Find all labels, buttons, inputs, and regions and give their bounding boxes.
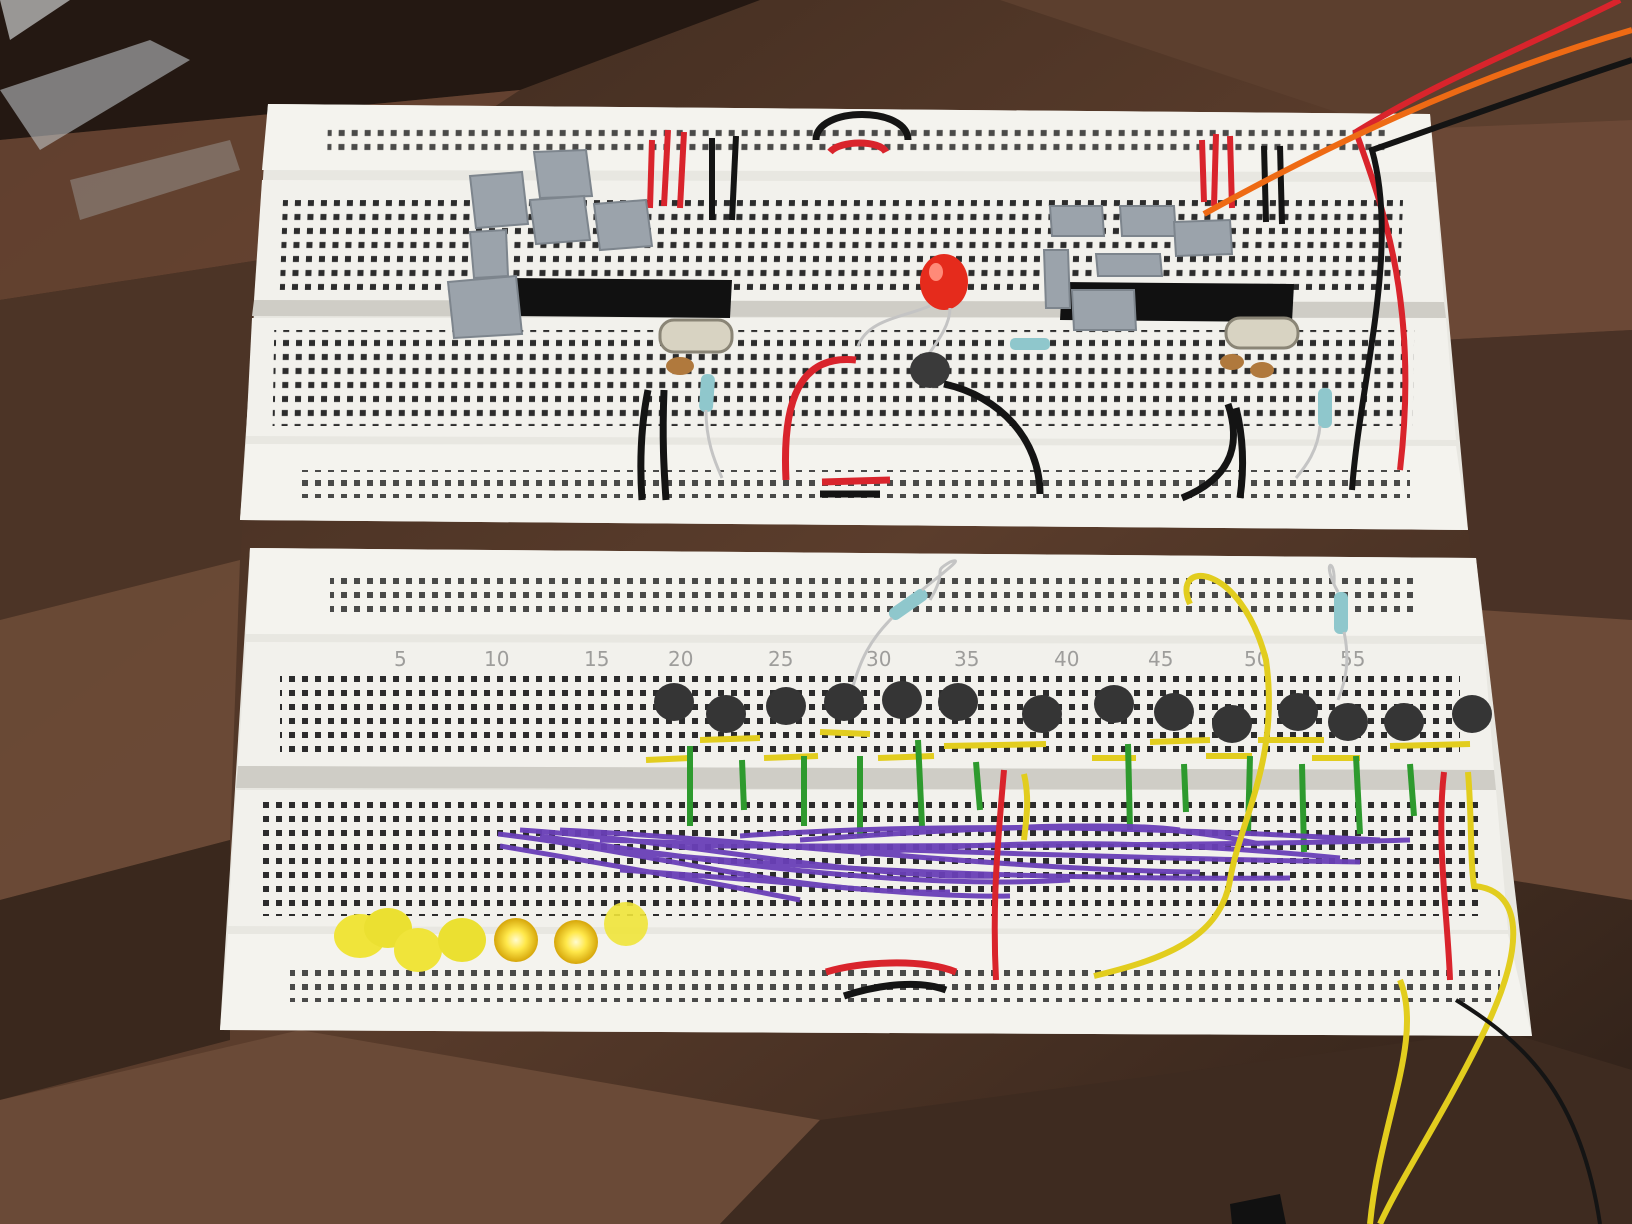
led-icon-lit [494, 918, 538, 962]
column-number: 40 [1054, 647, 1079, 671]
wire-black-external [1349, 57, 1632, 491]
wire-black-top [812, 111, 912, 141]
column-number: 10 [484, 647, 509, 671]
chip-icon-left [502, 278, 732, 318]
resistor-icon [888, 588, 928, 620]
wire-red-top [827, 139, 890, 155]
transistor-icon-upper [910, 352, 950, 388]
wire-red-loop [781, 356, 857, 481]
column-number: 45 [1148, 647, 1173, 671]
capacitor-icon [446, 148, 654, 340]
lower-breadboard [220, 548, 1532, 1036]
lower-components [334, 559, 1602, 1224]
crystal-icon-right [1224, 316, 1300, 350]
led-icon-lit [554, 920, 598, 964]
wire-purple-bundle [497, 823, 1411, 903]
column-number: 35 [954, 647, 979, 671]
crystal-icon-left [658, 318, 734, 354]
wire-orange-external [1202, 27, 1632, 217]
resistor-icon [699, 338, 1332, 428]
column-number: 5 [394, 647, 407, 671]
led-icon-row [334, 902, 648, 972]
column-number: 55 [1340, 647, 1365, 671]
column-number: 15 [584, 647, 609, 671]
wire-red-external [1352, 0, 1622, 471]
column-number: 20 [668, 647, 693, 671]
upper-components [446, 0, 1632, 502]
column-numbers: 5 10 15 20 25 30 35 40 45 50 55 [394, 647, 1365, 671]
column-number: 30 [866, 647, 891, 671]
led-icon-red [920, 254, 968, 310]
wire-green-jumpers [687, 739, 1417, 853]
wire-red-lower [991, 769, 1007, 981]
connector-block [1230, 1194, 1286, 1224]
column-number: 25 [768, 647, 793, 671]
transistor-icon [654, 681, 1492, 743]
wire-yellow-long [1093, 572, 1272, 979]
